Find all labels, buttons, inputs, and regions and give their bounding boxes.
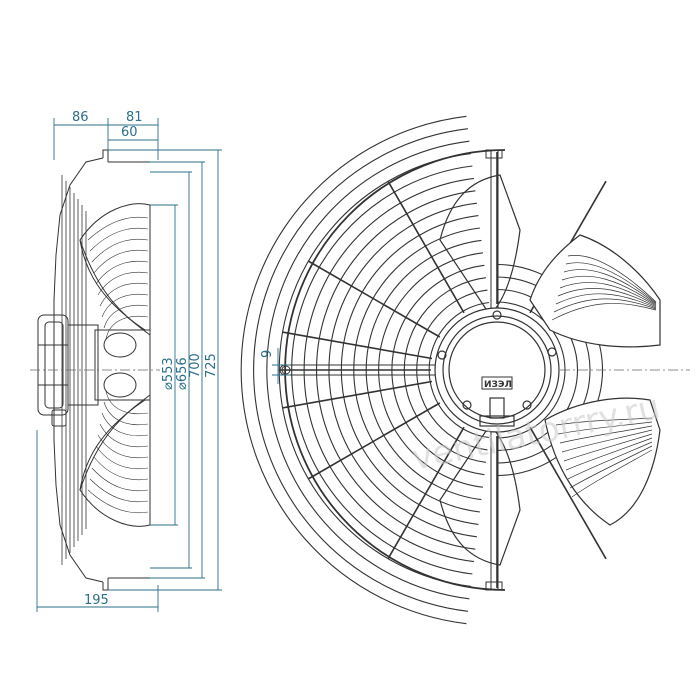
blade-hatch-line — [95, 445, 149, 470]
blade-rib — [571, 449, 653, 498]
blade-hatch-line — [105, 390, 149, 415]
dim-195: 195 — [84, 593, 109, 608]
grille-ring — [240, 115, 467, 625]
grille-spoke — [529, 426, 607, 560]
blade-rib — [559, 282, 657, 307]
blade-rib — [569, 445, 653, 489]
blade-upper-left — [439, 174, 521, 316]
motor-body — [37, 314, 99, 427]
blade-ribs — [551, 255, 657, 498]
blade-rib — [565, 262, 657, 304]
blade-hatch-line — [93, 249, 149, 274]
grille-spoke — [307, 260, 441, 338]
blade-rib — [561, 275, 657, 306]
blade-rib — [555, 293, 657, 309]
blade-hatch-line — [97, 434, 149, 459]
blade-top — [529, 234, 661, 348]
dim-86: 86 — [72, 110, 89, 125]
side-view — [30, 149, 160, 591]
blade-rib — [563, 433, 653, 462]
blade-hatch-line — [91, 238, 149, 263]
front-grille-rings — [240, 115, 603, 625]
blade-rib — [561, 429, 653, 453]
blade-rib — [553, 298, 657, 313]
blade-hatch-line — [87, 216, 149, 241]
grille-ring — [266, 140, 470, 600]
blade-rib — [567, 441, 653, 480]
blade-rib — [559, 425, 653, 444]
dim-725: 725 — [204, 353, 219, 378]
blade-rib — [555, 417, 653, 426]
blade-rib — [567, 255, 657, 303]
blade-rib — [565, 437, 653, 471]
label-plate — [481, 376, 513, 390]
blade-hatch-line — [97, 271, 149, 296]
dim-9-group: 9 — [260, 348, 290, 384]
blade-hatch-line — [95, 260, 149, 285]
blade-lower-left — [439, 424, 521, 566]
grille-spoke — [307, 402, 441, 480]
label-plate-text: ИЗЭЛ — [484, 380, 512, 390]
blade-hatch-line — [91, 467, 149, 492]
dim-60: 60 — [121, 125, 138, 140]
blade-rib — [563, 269, 657, 305]
blade-hatch-line — [101, 412, 149, 437]
blade-hatch-line — [93, 456, 149, 481]
grille-spoke — [387, 180, 465, 314]
side-blades — [79, 203, 151, 527]
dim-9: 9 — [260, 350, 275, 358]
blade-hatch-line — [103, 401, 149, 426]
dim-700: 700 — [188, 353, 203, 378]
grille-spoke — [282, 331, 433, 360]
blade-hatch-line — [89, 478, 149, 503]
blade-hatch-line — [87, 489, 149, 514]
blade-hatch-line — [99, 282, 149, 307]
side-dimensions: 86 81 60 195 ⌀553 ⌀656 700 725 — [36, 110, 222, 612]
blade-hatch-line — [89, 227, 149, 252]
blade-hatch-line — [103, 304, 149, 329]
blade-hatch-line — [99, 423, 149, 448]
hub — [434, 307, 560, 433]
blade-rib — [557, 421, 653, 435]
blade-hatch-line — [101, 293, 149, 318]
dim-553: ⌀553 — [161, 357, 176, 390]
grille-spoke — [282, 380, 433, 409]
dim-81: 81 — [126, 110, 143, 125]
grille-spoke — [387, 426, 465, 560]
grille-ring — [253, 128, 468, 612]
blade-rib — [551, 303, 657, 321]
blade-hatch-line — [105, 315, 149, 340]
side-blade-hatching — [87, 216, 149, 514]
front-view: ИЗЭЛ — [240, 115, 690, 625]
blade-rib — [557, 287, 657, 308]
dim-656: ⌀656 — [175, 357, 190, 390]
